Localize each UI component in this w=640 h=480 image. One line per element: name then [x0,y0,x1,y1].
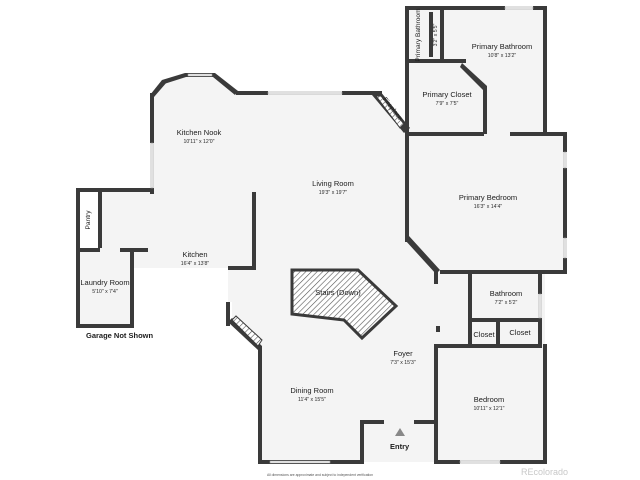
foyer-dim: 7'3" x 15'3" [390,360,416,366]
entry-label: Entry [390,442,410,451]
stairs-label: Stairs (Down) [315,288,361,297]
brand-watermark: REcolorado [521,467,568,477]
bathroom-label: Bathroom [490,289,523,298]
primary-closet-label: Primary Closet [422,90,472,99]
primary-bath-small-label: Primary Bathroom [415,8,422,62]
dining-stair-hatch [231,315,263,347]
garage-note: Garage Not Shown [86,331,154,340]
primary-bedroom-dim: 16'3" x 14'4" [474,204,503,210]
primary-bathroom-dim: 10'8" x 13'2" [488,53,517,59]
foyer-label: Foyer [393,349,413,358]
laundry-room-dim: 5'10" x 7'4" [92,289,118,295]
entry-arrow [395,428,405,436]
stairs-fireplace-hatch [375,95,405,129]
dining-room-label: Dining Room [290,386,333,395]
bathroom-dim: 7'2" x 5'2" [495,300,518,306]
living-room-dim: 19'3" x 19'7" [319,190,348,196]
bedroom-dim: 10'11" x 12'1" [474,406,505,412]
kitchen-nook-label: Kitchen Nook [177,128,222,137]
primary-bath-small-dim: 3'2" x 5'5" [433,24,439,47]
kitchen-label: Kitchen [182,250,207,259]
primary-closet-dim: 7'9" x 7'5" [436,101,459,107]
stairs-hatch [290,268,399,341]
bedroom-label: Bedroom [474,395,504,404]
disclaimer-text: All dimensions are approximate and subje… [267,473,373,477]
living-room-label: Living Room [312,179,354,188]
room-labels: Primary Bathroom 10'8" x 13'2" Primary B… [80,8,532,412]
laundry-room-label: Laundry Room [80,278,129,287]
kitchen-dim: 16'4" x 13'8" [181,261,210,267]
closet-1-label: Closet [473,330,495,339]
primary-bedroom-label: Primary Bedroom [459,193,517,202]
windows [150,6,567,464]
pantry-label: Pantry [85,210,92,230]
kitchen-nook-dim: 10'11" x 12'0" [184,139,215,145]
primary-bathroom-label: Primary Bathroom [472,42,532,51]
closet-2-label: Closet [509,328,531,337]
dining-room-dim: 11'4" x 15'5" [298,397,326,403]
